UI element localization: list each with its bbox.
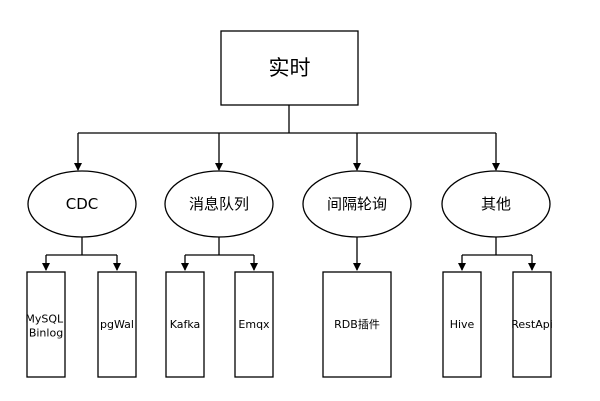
root-connectors: [74, 105, 500, 171]
category-node-message-queue: 消息队列: [164, 170, 274, 238]
leaf-node-kafka: Kafka: [165, 271, 205, 378]
category-node-interval-polling: 间隔轮询: [302, 170, 412, 238]
leaf-node-emqx: Emqx: [234, 271, 274, 378]
leaf-label-mysql-binlog: MySQL Binlog: [25, 313, 66, 340]
category-ellipse-cdc: [27, 170, 137, 238]
leaf-node-mysql-binlog: MySQL Binlog: [25, 271, 66, 378]
category-label-interval-polling: 间隔轮询: [327, 195, 387, 213]
leaf-label-emqx: Emqx: [238, 318, 270, 331]
leaf-label-kafka: Kafka: [170, 318, 201, 331]
leaf-label-hive: Hive: [450, 318, 475, 331]
category-connectors: [42, 237, 536, 271]
leaf-box-kafka: [165, 271, 205, 378]
category-label-other: 其他: [481, 195, 511, 213]
leaf-label-rdb-plugin: RDB插件: [334, 317, 380, 331]
leaf-label-restapi: RestApi: [511, 318, 553, 331]
leaf-box-mysql-binlog: [26, 271, 66, 378]
leaf-box-rdb-plugin: [322, 271, 392, 378]
leaf-label-pgwal: pgWal: [100, 318, 134, 331]
leaf-label-mysql-binlog-line-2: Binlog: [29, 327, 63, 340]
leaf-box-hive: [442, 271, 482, 378]
category-node-other: 其他: [441, 170, 551, 238]
root-label: 实时: [269, 56, 311, 80]
leaf-box-restapi: [512, 271, 552, 378]
category-node-cdc: CDC: [27, 170, 137, 238]
category-label-message-queue: 消息队列: [189, 195, 249, 213]
category-ellipse-interval-polling: [302, 170, 412, 238]
leaf-box-pgwal: [97, 271, 137, 378]
root-node: 实时: [220, 30, 359, 106]
category-ellipse-other: [441, 170, 551, 238]
leaf-node-restapi: RestApi: [511, 271, 553, 378]
leaf-box-emqx: [234, 271, 274, 378]
leaf-node-pgwal: pgWal: [97, 271, 137, 378]
category-ellipse-message-queue: [164, 170, 274, 238]
leaf-node-rdb-plugin: RDB插件: [322, 271, 392, 378]
category-label-cdc: CDC: [66, 195, 99, 213]
leaf-node-hive: Hive: [442, 271, 482, 378]
leaf-label-mysql-binlog-line-1: MySQL: [25, 313, 64, 326]
root-box: [220, 30, 359, 106]
